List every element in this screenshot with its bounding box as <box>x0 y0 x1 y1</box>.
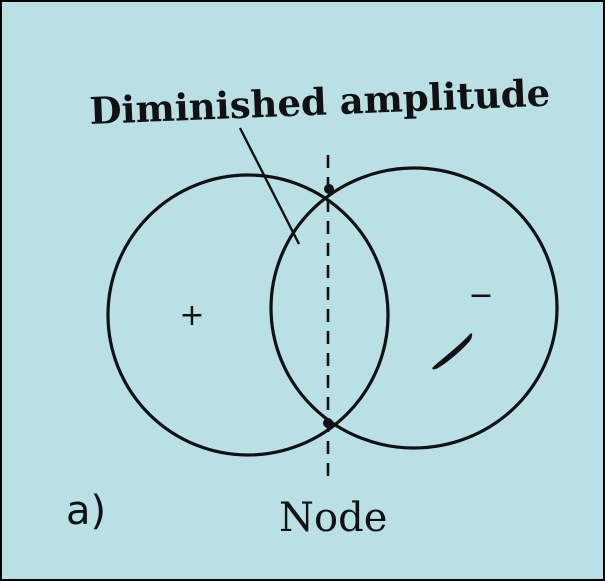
panel-label: a) <box>66 488 106 534</box>
negative-sign: − <box>468 278 493 313</box>
annotation-label: Diminished amplitude <box>89 71 551 133</box>
negative-lobe-circle <box>269 166 559 450</box>
annotation-leader-line <box>238 127 301 245</box>
ink-mark <box>432 333 473 370</box>
upper-intersection-point <box>324 184 334 194</box>
node-label: Node <box>279 495 387 541</box>
lower-intersection-point <box>323 418 333 428</box>
positive-lobe-circle <box>106 173 390 457</box>
positive-sign: + <box>179 298 204 333</box>
